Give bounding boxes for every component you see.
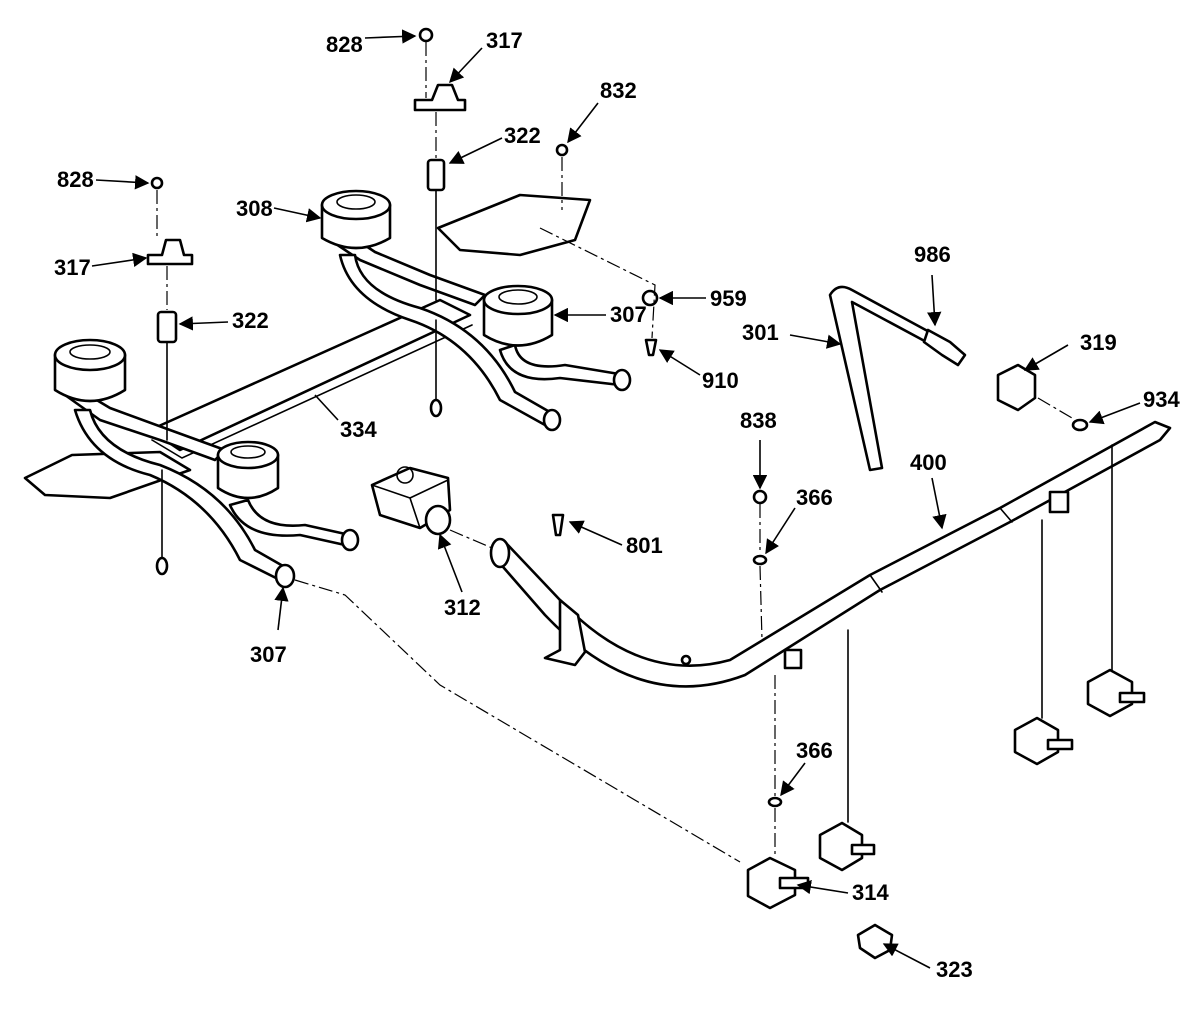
callout-301: 301 bbox=[742, 320, 779, 345]
burner-valve-314 bbox=[746, 856, 810, 910]
callout-322-top: 322 bbox=[504, 123, 541, 148]
burner-head-rear-left bbox=[320, 189, 392, 250]
callout-986: 986 bbox=[914, 242, 951, 267]
valve-319 bbox=[996, 363, 1037, 412]
screw-910 bbox=[644, 338, 658, 357]
igniter-electrode-front bbox=[155, 310, 178, 576]
igniter-electrode-rear bbox=[426, 158, 446, 418]
callout-317-left: 317 bbox=[54, 255, 91, 280]
screw-801 bbox=[551, 513, 565, 537]
burner-valve-4 bbox=[1086, 668, 1146, 718]
bracket-323 bbox=[856, 923, 894, 960]
callout-366-bottom: 366 bbox=[796, 738, 833, 763]
burner-head-front-right bbox=[216, 440, 280, 500]
manifold-bracket bbox=[543, 598, 587, 667]
callout-959: 959 bbox=[710, 286, 747, 311]
callout-934: 934 bbox=[1143, 387, 1180, 412]
callout-323: 323 bbox=[936, 957, 973, 982]
screw-832 bbox=[555, 143, 569, 157]
callout-366-top: 366 bbox=[796, 485, 833, 510]
burner-valve-3 bbox=[1013, 716, 1074, 766]
callout-838: 838 bbox=[740, 408, 777, 433]
fitting-986 bbox=[922, 328, 967, 367]
callout-334: 334 bbox=[340, 417, 377, 442]
burner-valve-2 bbox=[818, 821, 876, 872]
burner-head-rear-right bbox=[482, 284, 554, 347]
callout-314: 314 bbox=[852, 880, 889, 905]
callout-801: 801 bbox=[626, 533, 663, 558]
flex-tube-301 bbox=[828, 285, 937, 472]
washer-366-bottom bbox=[767, 796, 783, 808]
callout-317-top: 317 bbox=[486, 28, 523, 53]
screw-828-rear bbox=[418, 27, 434, 43]
callout-322-left: 322 bbox=[232, 308, 269, 333]
washer-366-top bbox=[752, 554, 768, 566]
callout-319: 319 bbox=[1080, 330, 1117, 355]
bracket-rear bbox=[413, 83, 467, 112]
pressure-regulator bbox=[370, 466, 452, 536]
screw-838 bbox=[752, 489, 768, 505]
burner-head-front-left bbox=[53, 338, 127, 403]
callout-307-bottom: 307 bbox=[250, 642, 287, 667]
callout-400: 400 bbox=[910, 450, 947, 475]
callout-leaders bbox=[91, 29, 1141, 969]
callout-828-left: 828 bbox=[57, 167, 94, 192]
callout-308: 308 bbox=[236, 196, 273, 221]
gas-manifold bbox=[489, 420, 1172, 688]
callout-832: 832 bbox=[600, 78, 637, 103]
screw-828-front bbox=[150, 176, 164, 190]
burner-assembly bbox=[23, 189, 632, 589]
bracket-front bbox=[146, 238, 194, 266]
callout-828-top: 828 bbox=[326, 32, 363, 57]
callout-307-right: 307 bbox=[610, 302, 647, 327]
washer-934 bbox=[1071, 418, 1089, 432]
callout-labels: 828 317 832 322 828 308 317 322 959 307 … bbox=[54, 28, 1180, 982]
callout-910: 910 bbox=[702, 368, 739, 393]
callout-312: 312 bbox=[444, 595, 481, 620]
